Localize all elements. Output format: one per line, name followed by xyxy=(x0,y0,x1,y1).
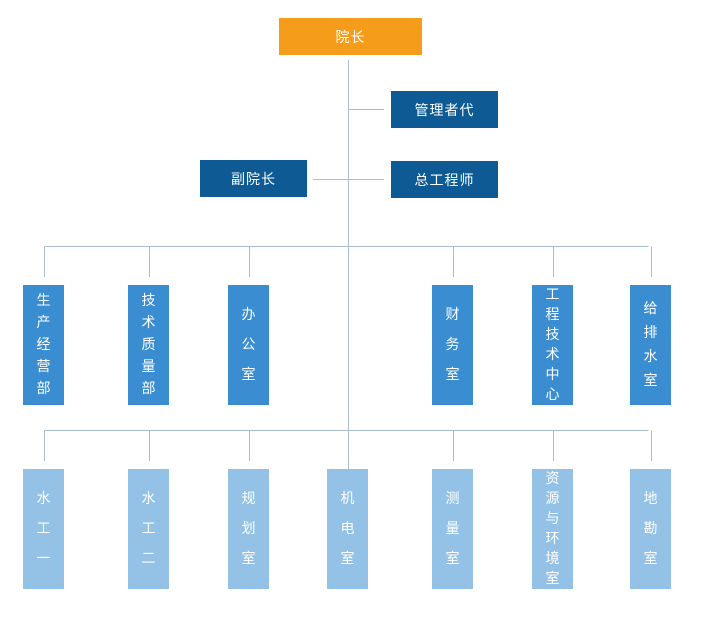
department-label-char: 室 xyxy=(241,367,256,383)
office-label-char: 源 xyxy=(545,491,560,507)
office-label-char: 室 xyxy=(340,551,355,567)
office-label-char: 水 xyxy=(36,491,51,507)
department-label-char: 营 xyxy=(36,359,51,375)
department-box: 工程技术中心 xyxy=(532,285,573,405)
management-rep-label: 管理者代 xyxy=(414,102,475,119)
office-box: 资源与环境室 xyxy=(532,469,573,589)
chief-engineer-box: 总工程师 xyxy=(391,161,498,198)
department-label-char: 部 xyxy=(36,381,51,397)
office-label-char: 二 xyxy=(141,551,156,567)
department-label-char: 公 xyxy=(241,337,256,353)
office-label-char: 工 xyxy=(36,521,51,537)
department-label-char: 办 xyxy=(241,307,256,323)
department-label-char: 程 xyxy=(545,307,560,323)
office-label-char: 室 xyxy=(241,551,256,567)
office-label-char: 环 xyxy=(545,531,560,547)
office-label-char: 划 xyxy=(241,521,256,537)
department-label-char: 部 xyxy=(141,381,156,397)
department-label-char: 产 xyxy=(36,315,51,331)
department-label-char: 生 xyxy=(36,293,51,309)
office-label-char: 规 xyxy=(241,491,256,507)
vice-president-label: 副院长 xyxy=(231,171,276,188)
department-label-char: 经 xyxy=(36,337,51,353)
office-label-char: 室 xyxy=(545,571,560,587)
department-label-char: 务 xyxy=(445,337,460,353)
department-label-char: 室 xyxy=(445,367,460,383)
vice-president-box: 副院长 xyxy=(200,160,307,197)
office-label-char: 测 xyxy=(445,491,460,507)
department-box: 办公室 xyxy=(228,285,269,405)
department-box: 生产经营部 xyxy=(23,285,64,405)
department-label-char: 技 xyxy=(141,293,156,309)
office-label-char: 一 xyxy=(36,551,51,567)
office-label-char: 勘 xyxy=(643,521,658,537)
office-box: 规划室 xyxy=(228,469,269,589)
office-label-char: 资 xyxy=(545,471,560,487)
department-label-char: 质 xyxy=(141,337,156,353)
department-label-char: 心 xyxy=(545,387,560,403)
management-rep-box: 管理者代 xyxy=(391,91,498,128)
office-label-char: 电 xyxy=(340,521,355,537)
office-label-char: 地 xyxy=(643,491,658,507)
office-box: 测量室 xyxy=(432,469,473,589)
department-label-char: 室 xyxy=(643,373,658,389)
department-box: 财务室 xyxy=(432,285,473,405)
department-box: 技术质量部 xyxy=(128,285,169,405)
office-label-char: 工 xyxy=(141,521,156,537)
department-box: 给排水室 xyxy=(630,285,671,405)
department-label-char: 术 xyxy=(545,347,560,363)
department-label-char: 排 xyxy=(643,325,658,341)
office-label-char: 室 xyxy=(643,551,658,567)
office-box: 机电室 xyxy=(327,469,368,589)
office-box: 水工二 xyxy=(128,469,169,589)
office-label-char: 室 xyxy=(445,551,460,567)
office-box: 地勘室 xyxy=(630,469,671,589)
chief-engineer-label: 总工程师 xyxy=(414,172,475,189)
department-label-char: 给 xyxy=(643,301,658,317)
department-label-char: 水 xyxy=(643,349,658,365)
office-label-char: 与 xyxy=(545,511,560,527)
office-box: 水工一 xyxy=(23,469,64,589)
department-label-char: 工 xyxy=(545,287,560,303)
department-label-char: 术 xyxy=(141,315,156,331)
office-label-char: 机 xyxy=(340,491,355,507)
department-label-char: 技 xyxy=(545,327,560,343)
office-label-char: 境 xyxy=(545,551,560,567)
department-label-char: 量 xyxy=(141,359,156,375)
president-label: 院长 xyxy=(335,29,366,46)
department-label-char: 中 xyxy=(545,367,560,383)
department-label-char: 财 xyxy=(445,307,460,323)
president-box: 院长 xyxy=(279,18,422,55)
office-label-char: 量 xyxy=(445,521,460,537)
office-label-char: 水 xyxy=(141,491,156,507)
